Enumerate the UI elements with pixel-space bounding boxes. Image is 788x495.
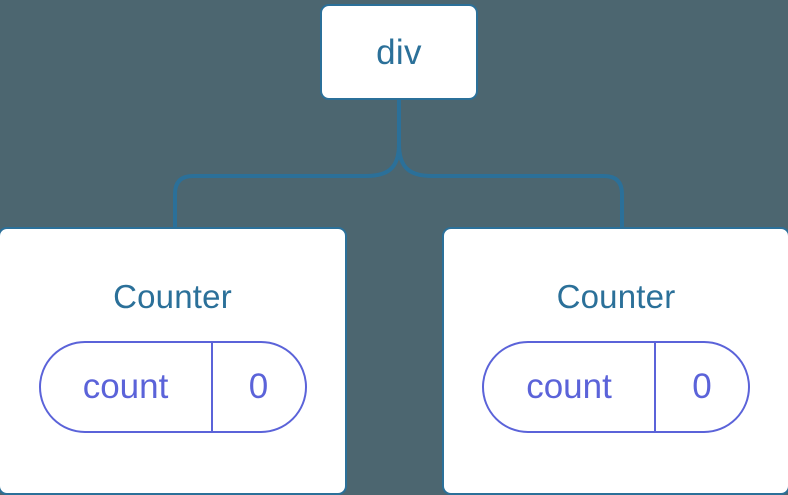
node-counter-left[interactable]: Counter count 0 bbox=[0, 227, 347, 495]
node-counter-left-title: Counter bbox=[113, 278, 232, 315]
state-value-right: 0 bbox=[692, 366, 712, 406]
node-counter-right-title: Counter bbox=[556, 278, 676, 315]
state-value-left: 0 bbox=[248, 366, 269, 406]
state-pill-left[interactable]: count 0 bbox=[38, 341, 307, 433]
state-key-left: count bbox=[41, 343, 213, 431]
state-key-right: count bbox=[484, 343, 656, 431]
connector-split-left bbox=[193, 143, 401, 178]
node-div-label: div bbox=[376, 32, 422, 72]
connector-branch-right bbox=[603, 174, 624, 229]
node-counter-right[interactable]: Counter count 0 bbox=[442, 227, 788, 495]
connector-split-right bbox=[397, 143, 604, 178]
node-div[interactable]: div bbox=[320, 4, 478, 100]
state-pill-right[interactable]: count 0 bbox=[482, 341, 750, 433]
connector-branch-left bbox=[173, 174, 194, 229]
